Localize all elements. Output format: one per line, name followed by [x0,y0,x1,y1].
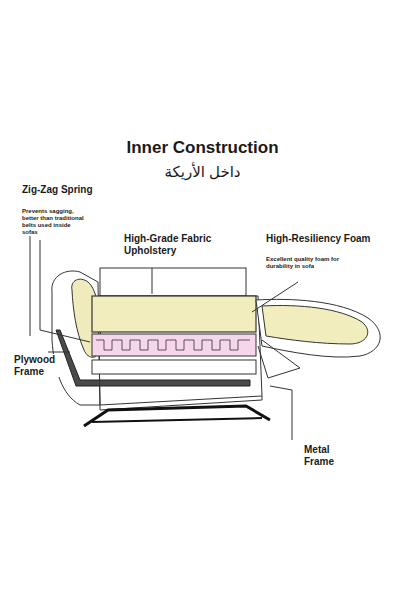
part-name: High-Grade Fabric Upholstery [124,233,224,256]
footrest-cushion [262,306,368,344]
part-note: Prevents sagging, better than traditiona… [22,208,84,236]
footrest-mechanism [258,340,300,378]
metal-frame [84,406,270,426]
part-name: Zig-Zag Spring [22,184,102,196]
zigzag-spring [96,340,250,350]
title: Inner Construction [2,138,401,158]
leader-line [152,268,153,294]
leader-line [252,282,298,312]
seat-base [92,360,256,374]
foam-block [92,296,256,332]
leader-line [48,352,70,353]
metal-frame-base [92,418,262,422]
part-note: Excellent quality foam for durability in… [266,256,346,270]
leader-line [30,236,31,336]
footrest-outline [256,299,380,357]
part-name: Plywood Frame [14,354,64,377]
leader-line [40,240,90,342]
part-name: High-Resiliency Foam [266,233,376,245]
spring-layer [92,334,256,356]
leader-line [270,386,292,440]
part-name: Metal Frame [304,444,354,467]
seat-back-panel [100,268,246,296]
subtitle: داخل الأريكة [2,163,401,180]
